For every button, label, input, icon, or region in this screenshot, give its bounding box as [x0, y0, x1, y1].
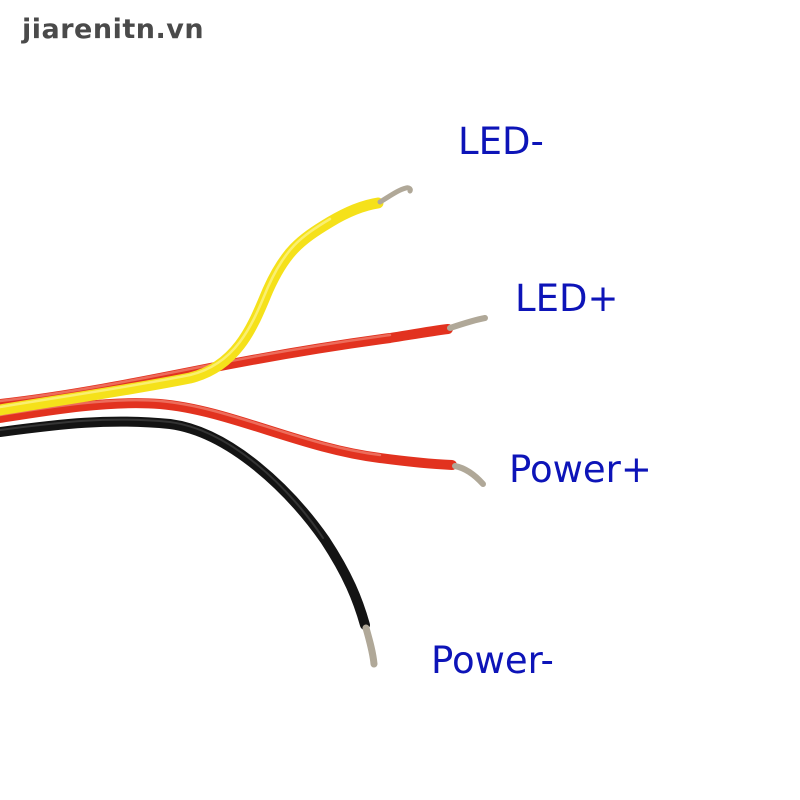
black-wire-bare-tip	[362, 624, 378, 668]
label-led-plus: LED+	[515, 277, 619, 320]
red-wire-lower-bare-tip	[452, 463, 486, 487]
red-wire-upper-bare-tip	[447, 315, 488, 331]
label-power-minus: Power-	[431, 639, 554, 682]
yellow-wire	[0, 185, 413, 416]
watermark-text: jiarenitn.vn	[22, 14, 205, 45]
black-wire	[0, 416, 378, 668]
label-power-plus: Power+	[509, 448, 652, 491]
label-led-minus: LED-	[458, 120, 544, 163]
yellow-wire-bare-tip	[377, 185, 413, 205]
